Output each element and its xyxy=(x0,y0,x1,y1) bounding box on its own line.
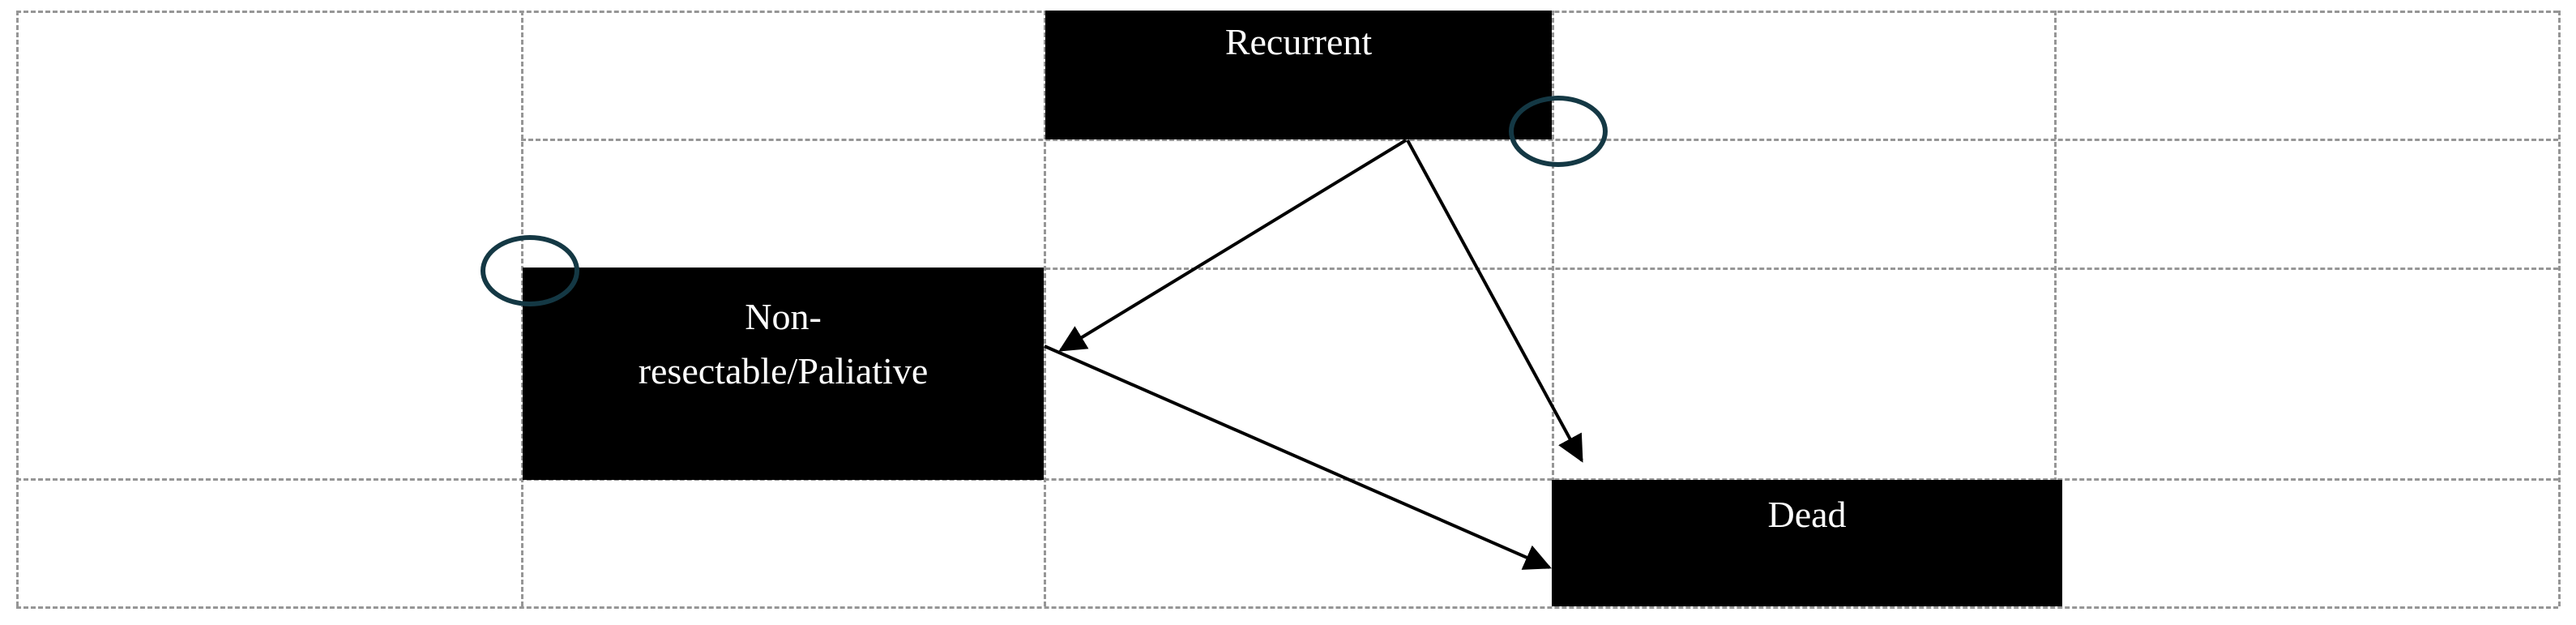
edge-recurrent-to-nonresectable xyxy=(1058,139,1408,352)
gridline-vertical-4 xyxy=(2054,11,2057,606)
node-nonresectable-label: Non- resectable/Paliative xyxy=(523,290,1044,398)
node-recurrent[interactable]: Recurrent xyxy=(1045,11,1552,139)
node-nonresectable-label-line-2: resectable/Paliative xyxy=(638,349,929,392)
gridline-vertical-5 xyxy=(2558,11,2561,606)
edge-nonresectable-to-dead xyxy=(1044,345,1552,570)
node-dead[interactable]: Dead xyxy=(1552,480,2062,606)
gridline-vertical-0 xyxy=(16,11,19,606)
node-nonresectable[interactable]: Non- resectable/Paliative xyxy=(523,268,1044,480)
edge-recurrent-to-dead xyxy=(1406,139,1583,463)
annotation-ellipse-recurrent-corner[interactable] xyxy=(1509,96,1608,167)
node-recurrent-label: Recurrent xyxy=(1224,21,1373,62)
annotation-ellipse-nonresectable-corner[interactable] xyxy=(481,235,579,306)
node-dead-label: Dead xyxy=(1767,494,1847,535)
gridline-horizontal-4 xyxy=(16,606,2558,609)
gridline-vertical-2 xyxy=(1044,11,1046,606)
node-nonresectable-label-line-1: Non- xyxy=(745,296,822,337)
gridline-vertical-1 xyxy=(521,11,523,606)
gridline-horizontal-3 xyxy=(16,478,2558,481)
